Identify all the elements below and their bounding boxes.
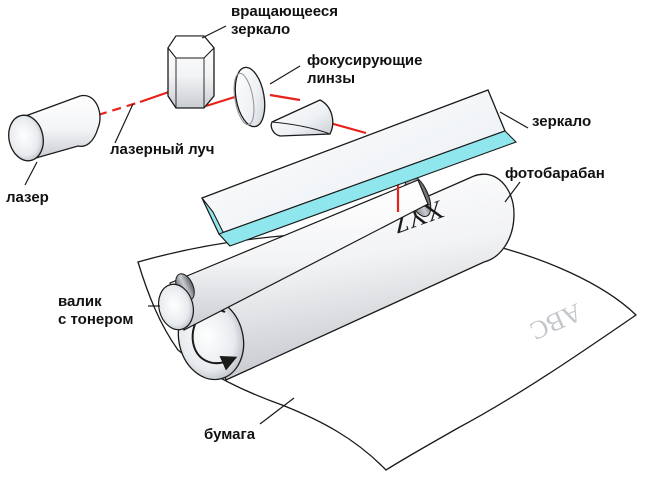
rotating-mirror-prism	[167, 35, 215, 109]
label-toner-roller: валик с тонером	[58, 293, 133, 329]
half-cylinder-lens	[270, 99, 334, 137]
round-lens	[233, 66, 266, 128]
label-rotating-mirror-line1: вращающееся	[231, 3, 338, 20]
label-focusing-lenses-line1: фокусирующие	[307, 52, 423, 69]
label-laser-beam: лазерный луч	[110, 141, 215, 158]
label-mirror: зеркало	[532, 113, 592, 130]
label-toner-roller-line2: с тонером	[58, 311, 134, 328]
long-mirror	[201, 89, 517, 247]
label-focusing-lenses: фокусирующие линзы	[307, 52, 422, 88]
leader-lines	[24, 25, 529, 425]
toner-roller	[157, 179, 429, 331]
label-focusing-lenses-line2: линзы	[307, 70, 356, 87]
label-rotating-mirror-line2: зеркало	[231, 21, 291, 38]
label-paper: бумага	[204, 426, 256, 443]
label-toner-roller-line1: валик	[58, 293, 102, 310]
label-drum: фотобарабан	[505, 165, 605, 182]
label-rotating-mirror: вращающееся зеркало	[231, 3, 338, 39]
label-laser: лазер	[6, 189, 49, 206]
laser-unit	[8, 95, 101, 162]
